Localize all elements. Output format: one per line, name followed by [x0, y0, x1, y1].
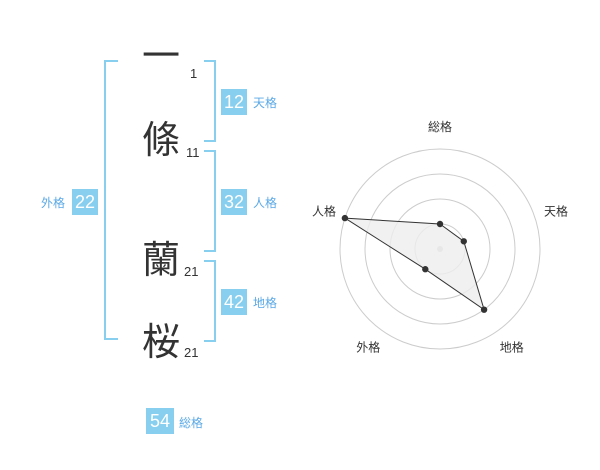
radar-point-0	[436, 220, 444, 228]
chikaku-value: 42	[221, 289, 247, 315]
tenkaku-value: 12	[221, 89, 247, 115]
radar-axis-label-3: 外格	[356, 340, 380, 355]
jinkaku-value: 32	[221, 189, 247, 215]
chikaku-label: 地格	[253, 296, 278, 310]
soukaku-value: 54	[146, 408, 174, 434]
radar-point-3	[422, 266, 429, 273]
name-char-4: 桜	[142, 320, 181, 364]
radar-area	[344, 217, 485, 311]
radar-ring-4	[339, 148, 541, 350]
name-char-1: 一	[142, 34, 181, 78]
stroke-count-4: 21	[184, 345, 199, 360]
radar-axis-label-0: 総格	[428, 119, 452, 134]
name-char-2: 條	[142, 118, 181, 162]
tenkaku-label: 天格	[253, 96, 278, 110]
gaikaku-bracket	[104, 60, 118, 340]
name-char-3: 蘭	[142, 238, 181, 282]
stroke-count-1: 1	[190, 66, 198, 81]
radar-axis-label-1: 天格	[544, 203, 568, 218]
radar-axis-label-4: 人格	[312, 203, 336, 218]
radar-point-1	[460, 238, 467, 245]
stroke-count-3: 21	[184, 264, 199, 279]
jinkaku-bracket	[204, 150, 216, 252]
radar-point-4	[341, 214, 349, 222]
jinkaku-label: 人格	[253, 196, 278, 210]
gaikaku-label: 外格	[41, 196, 66, 210]
radar-axis-label-2: 地格	[500, 340, 524, 355]
stroke-count-2: 11	[186, 145, 200, 160]
soukaku-label: 総格	[179, 416, 204, 430]
radar-point-2	[480, 306, 488, 313]
radar-ring-2	[389, 198, 491, 300]
gaikaku-value: 22	[72, 189, 98, 215]
chikaku-bracket	[204, 260, 216, 342]
tenkaku-bracket	[204, 60, 216, 142]
radar-ring-3	[364, 173, 516, 325]
